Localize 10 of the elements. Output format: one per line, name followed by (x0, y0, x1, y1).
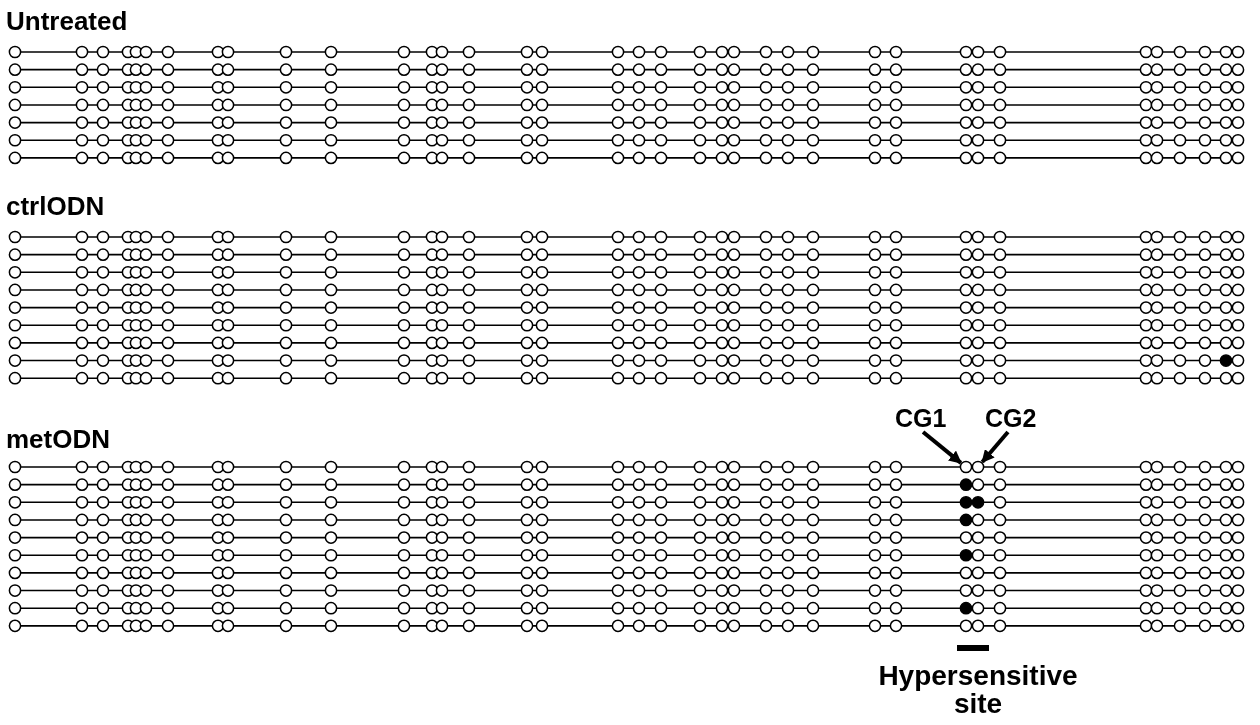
cpg-site-circle (959, 460, 973, 474)
group-heading: metODN (6, 426, 110, 452)
site-label: Hypersensitive site (877, 662, 1079, 718)
arrow (921, 430, 963, 465)
site-label: CG2 (985, 406, 1037, 431)
site-label: CG1 (895, 406, 947, 431)
group-heading: Untreated (6, 8, 128, 34)
cpg-site-circle (971, 460, 985, 474)
group-heading: ctrlODN (6, 193, 105, 219)
arrow (980, 430, 1010, 464)
